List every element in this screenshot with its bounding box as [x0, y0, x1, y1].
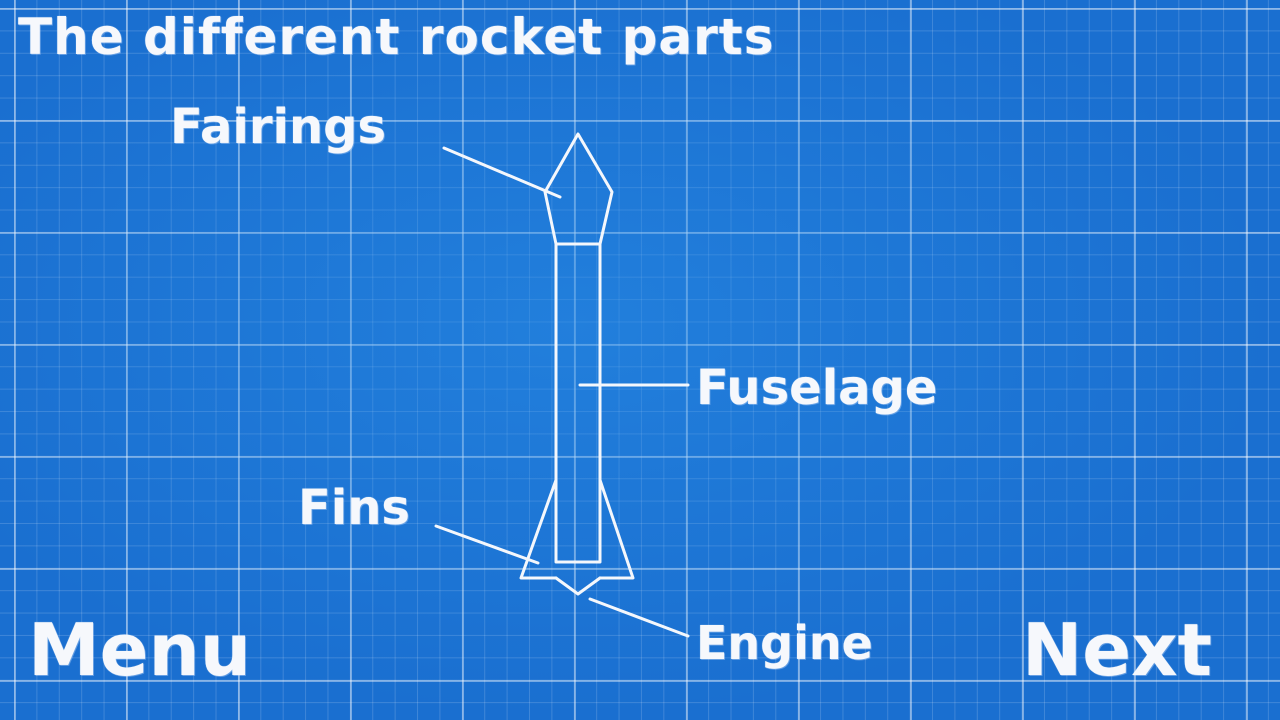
menu-button[interactable]: Menu	[28, 608, 251, 692]
leader-line-fairings	[442, 146, 562, 199]
label-fairings: Fairings	[170, 99, 387, 155]
rocket-fin-left	[519, 478, 558, 580]
label-engine: Engine	[696, 616, 873, 670]
screen-title: The different rocket parts	[18, 8, 775, 66]
rocket-fin-right	[598, 478, 635, 580]
next-button[interactable]: Next	[1022, 608, 1212, 692]
label-fins: Fins	[298, 480, 410, 536]
leader-line-fins	[434, 524, 540, 565]
rocket-fuselage	[554, 242, 602, 564]
leader-line-engine	[588, 597, 690, 638]
label-fuselage: Fuselage	[696, 360, 938, 416]
rocket-fairing	[543, 132, 614, 246]
rocket-engine	[554, 576, 602, 596]
